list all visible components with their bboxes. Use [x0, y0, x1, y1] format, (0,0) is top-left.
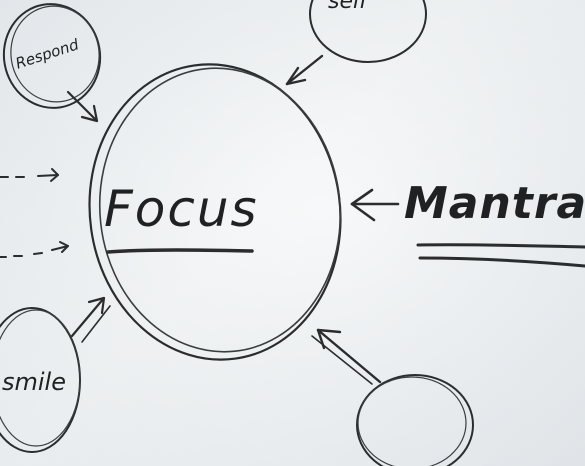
top-right-arrow — [285, 54, 324, 86]
bottom-right-arrowhead — [316, 328, 342, 350]
focus-underline — [106, 248, 254, 254]
focus-label: Focus — [104, 180, 259, 238]
bottom-left-arrowhead — [87, 296, 106, 315]
bottom-left-arrow — [70, 296, 106, 338]
bottom-right-arrow — [316, 328, 382, 384]
top-right-circle: self — [309, 0, 427, 63]
bottom-right-circle — [356, 374, 474, 466]
focus-circle — [88, 63, 342, 361]
top-right-arrowhead — [285, 66, 307, 86]
mantra-label: Mantra — [404, 178, 585, 229]
mantra-arrowhead — [350, 188, 376, 222]
left-dashed-arrow-upper — [0, 168, 59, 182]
mantra-underline-1 — [416, 243, 585, 249]
bottom-left-arrow-trace — [81, 305, 111, 343]
top-right-label: self — [328, 0, 370, 14]
left-dashed-arrow-lower — [0, 241, 69, 258]
top-left-arrowhead — [80, 104, 99, 123]
bottom-left-circle: smile — [0, 307, 81, 453]
top-left-arrow — [66, 90, 99, 123]
mantra-underline-2 — [418, 256, 585, 268]
bottom-left-label: smile — [2, 368, 66, 396]
